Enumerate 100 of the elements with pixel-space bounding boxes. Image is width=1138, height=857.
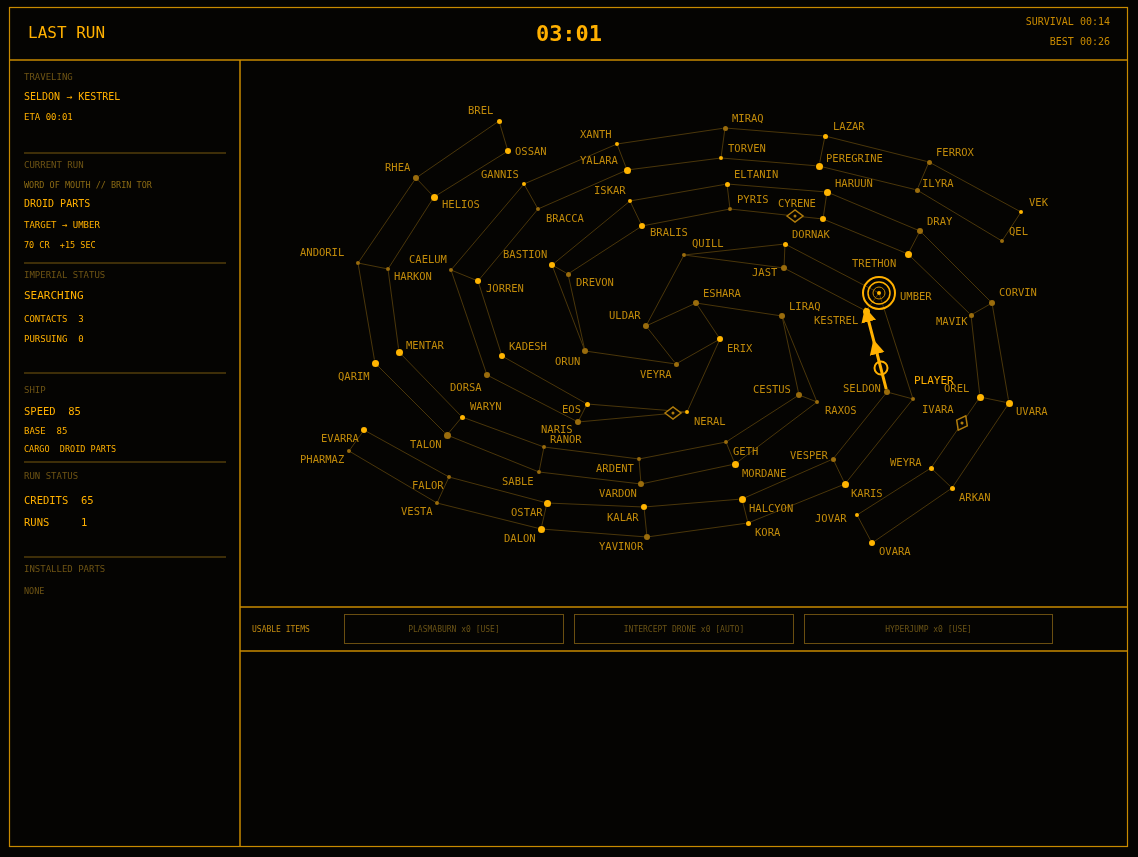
hyperlane bbox=[452, 270, 476, 281]
star-name: ULDAR bbox=[609, 308, 641, 322]
pursuing-count: PURSUING 0 bbox=[24, 333, 84, 345]
screen-title: LAST RUN bbox=[28, 23, 106, 43]
hyperlane bbox=[982, 397, 1007, 403]
star-name: UVARA bbox=[1016, 404, 1048, 418]
star-name: JORREN bbox=[486, 281, 524, 295]
hyperlane bbox=[742, 501, 748, 522]
best-time: BEST 00:26 bbox=[1049, 36, 1110, 48]
hyperlane bbox=[437, 478, 449, 502]
hyperlane bbox=[930, 162, 1020, 212]
hyperlane bbox=[992, 305, 1009, 401]
hyperlane bbox=[644, 208, 729, 226]
hyperlane bbox=[857, 516, 872, 541]
hyperlane bbox=[726, 443, 735, 462]
star-name: ERIX bbox=[727, 341, 753, 355]
speed-stat: SPEED 85 bbox=[24, 404, 81, 418]
section-heading: RUN STATUS bbox=[24, 470, 79, 482]
hyperlane bbox=[451, 185, 524, 269]
hyperlane bbox=[631, 183, 726, 202]
star-name: ISKAR bbox=[594, 183, 626, 197]
star-name: HELIOS bbox=[442, 197, 480, 211]
hyperlane bbox=[450, 477, 545, 503]
section-heading: SHIP bbox=[24, 384, 46, 396]
hyperlane bbox=[952, 405, 1008, 487]
hyperlane bbox=[801, 395, 816, 402]
star-name: KADESH bbox=[509, 339, 547, 353]
hyperlane bbox=[786, 244, 878, 293]
star-name: PHARMAZ bbox=[300, 452, 345, 466]
star-name: VEK bbox=[1029, 195, 1048, 209]
star-name: XANTH bbox=[580, 127, 612, 141]
star-name: VESPER bbox=[790, 448, 828, 462]
hyperlane bbox=[504, 357, 586, 404]
hyperlane bbox=[638, 460, 642, 482]
cargo-stat: CARGO DROID PARTS bbox=[24, 443, 117, 455]
status-text: SEARCHING bbox=[24, 289, 84, 303]
star-name: ILYRA bbox=[922, 176, 954, 190]
hyperlane bbox=[618, 127, 724, 145]
hyperlane bbox=[697, 305, 719, 337]
star-name: BREL bbox=[468, 103, 494, 117]
star-name: DREVON bbox=[576, 275, 614, 289]
hyperlane bbox=[786, 268, 864, 310]
star-name: SELDON bbox=[843, 381, 881, 395]
hyperlane bbox=[525, 144, 616, 184]
runs-stat: RUNS 1 bbox=[24, 515, 88, 529]
hyperlane bbox=[737, 402, 816, 463]
hyperlane bbox=[1002, 213, 1021, 240]
hyperlane bbox=[822, 194, 827, 217]
toolbar-label: USABLE ITEMS bbox=[252, 625, 310, 635]
hyperlane bbox=[463, 417, 543, 447]
star-name: BRACCA bbox=[546, 211, 584, 225]
eta-text: ETA 00:01 bbox=[24, 111, 73, 123]
hyperlane bbox=[524, 185, 538, 208]
hyperlane bbox=[489, 375, 576, 422]
star-name: ANDORIL bbox=[300, 245, 345, 259]
hyperlane bbox=[400, 354, 461, 416]
hyperlane bbox=[541, 505, 547, 527]
hyperlane bbox=[972, 304, 990, 315]
hyperlane bbox=[499, 122, 508, 149]
star-name: KORA bbox=[755, 525, 781, 539]
star-name: OSTAR bbox=[511, 505, 543, 519]
countdown-timer: 03:01 bbox=[535, 20, 603, 48]
star-name: YAVINOR bbox=[599, 539, 644, 553]
star-name: MAVIK bbox=[936, 314, 968, 328]
hyperlane bbox=[569, 227, 640, 274]
star-name: TRETHON bbox=[852, 256, 897, 270]
target-text: TARGET → UMBER bbox=[24, 219, 100, 231]
section-heading: INSTALLED PARTS bbox=[24, 563, 106, 575]
hyperlane bbox=[438, 503, 539, 529]
hyperlane bbox=[629, 157, 720, 171]
hyperlane bbox=[417, 179, 433, 195]
hyperlane bbox=[825, 219, 906, 254]
hyperlane bbox=[349, 431, 363, 450]
star-name: DRAY bbox=[927, 214, 953, 228]
star-name: LAZAR bbox=[833, 119, 865, 133]
hyperlane bbox=[720, 130, 726, 157]
star-name: ELTANIN bbox=[734, 167, 779, 181]
hyperlane bbox=[350, 451, 436, 503]
star-name: CORVIN bbox=[999, 285, 1037, 299]
hyperlane bbox=[552, 267, 585, 349]
star-name: QEL bbox=[1009, 224, 1028, 238]
hyperlane bbox=[643, 464, 733, 484]
hyperlane bbox=[873, 488, 951, 542]
reward-text: 70 CR +15 SEC bbox=[24, 239, 96, 251]
hyperlane bbox=[921, 232, 991, 302]
star-name: FERROX bbox=[936, 145, 974, 159]
hyperlane bbox=[580, 411, 686, 423]
hyperlane bbox=[417, 121, 498, 177]
hyperlane bbox=[858, 468, 930, 515]
star-name: QARIM bbox=[338, 369, 370, 383]
star-name: FALOR bbox=[412, 478, 444, 492]
hyperlane bbox=[932, 469, 951, 487]
hyperlane bbox=[819, 137, 825, 164]
hyperlane bbox=[826, 136, 928, 162]
hyperlane bbox=[544, 528, 645, 538]
hyperlane bbox=[727, 127, 823, 137]
hyperlane bbox=[587, 350, 675, 365]
hyperlane bbox=[889, 392, 912, 399]
hyperlane bbox=[729, 183, 824, 193]
survival-time: SURVIVAL 00:14 bbox=[1025, 16, 1110, 28]
